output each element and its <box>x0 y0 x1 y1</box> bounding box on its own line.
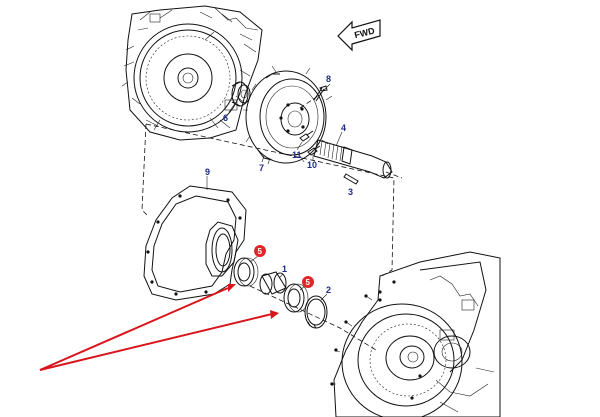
callout-2: 2 <box>326 285 331 295</box>
fwd-orientation-arrow: FWD <box>337 19 381 52</box>
part-6-adapter <box>231 81 251 107</box>
callout-11: 11 <box>292 150 302 160</box>
callout-4: 4 <box>341 123 346 133</box>
engine-flywheel-assembly <box>121 5 263 141</box>
fwd-arrow-shape <box>337 19 381 52</box>
callout-1: 1 <box>282 264 287 274</box>
red-arrow-upper <box>39 287 229 371</box>
callout-9: 9 <box>205 167 210 177</box>
callout-3: 3 <box>348 187 353 197</box>
part-5-seal-left <box>233 257 259 287</box>
assembly-dashed-line-right <box>145 123 395 277</box>
callout-5-right-text: 5 <box>306 278 311 287</box>
callout-6: 6 <box>223 113 228 123</box>
part-9-bell-housing <box>143 185 247 301</box>
red-arrow-lower <box>39 313 273 371</box>
part-3-key <box>343 173 359 185</box>
callout-5-left-text: 5 <box>258 247 263 256</box>
red-arrowhead-lower <box>270 310 279 319</box>
callout-5-badge-left: 5 <box>254 245 266 257</box>
part-2-snap-ring <box>304 295 328 329</box>
callout-5-badge-right: 5 <box>302 276 314 288</box>
part-1-bushing <box>259 271 287 295</box>
red-arrowhead-upper <box>228 284 236 292</box>
callout-7: 7 <box>259 163 264 173</box>
callout-leader-lines <box>206 83 343 301</box>
callout-8: 8 <box>326 74 331 84</box>
pump-drive-housing <box>330 251 501 417</box>
assembly-dashed-line-lower <box>249 285 377 351</box>
red-pointer-arrows <box>39 284 279 371</box>
fwd-label: FWD <box>353 25 376 40</box>
part-5-seal-right <box>283 283 309 313</box>
part-4-splined-shaft <box>313 139 403 179</box>
part-7-pump-hub <box>243 65 333 165</box>
part-11-bolt <box>299 130 314 142</box>
assembly-dashed-line-left <box>141 123 149 217</box>
callout-10: 10 <box>307 160 317 170</box>
